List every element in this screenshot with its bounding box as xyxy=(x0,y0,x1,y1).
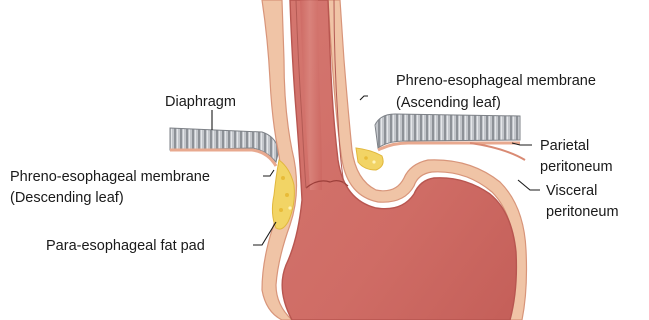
label-pem-ascending-line1: Phreno-esophageal membrane xyxy=(396,73,596,89)
label-visceral-line1: Visceral xyxy=(546,183,597,199)
label-parietal-line2: peritoneum xyxy=(540,159,613,175)
label-visceral-line2: peritoneum xyxy=(546,204,619,220)
label-pem-descending-line1: Phreno-esophageal membrane xyxy=(10,169,210,185)
label-diaphragm: Diaphragm xyxy=(165,94,236,110)
esophagus-and-stomach xyxy=(282,0,516,320)
label-pem-ascending-line2: (Ascending leaf) xyxy=(396,95,501,111)
label-pem-descending-line2: (Descending leaf) xyxy=(10,190,124,206)
label-parietal-line1: Parietal xyxy=(540,138,589,154)
label-fat-pad: Para-esophageal fat pad xyxy=(46,238,205,254)
